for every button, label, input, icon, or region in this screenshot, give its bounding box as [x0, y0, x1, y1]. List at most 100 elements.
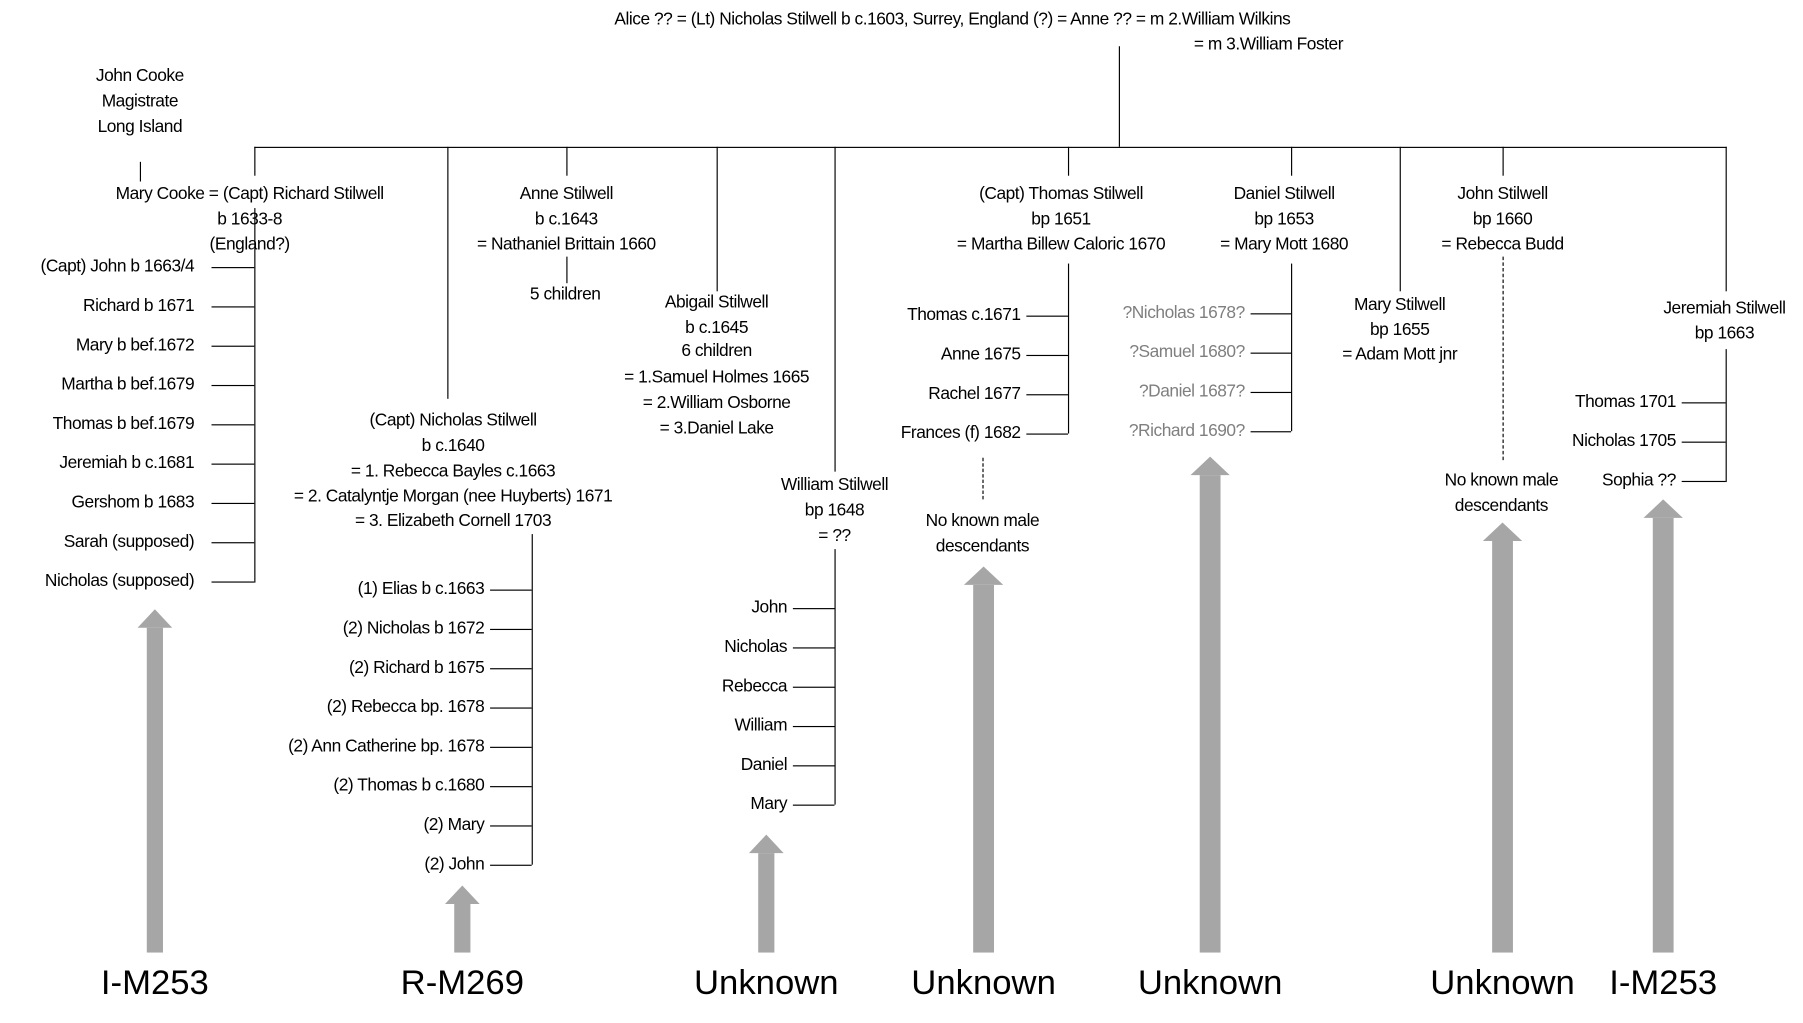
abigail-stilwell-label: = 3.Daniel Lake — [659, 418, 774, 439]
no-male-descendants-note: No known male — [1444, 470, 1559, 491]
mary-stilwell-label: bp 1655 — [1369, 320, 1430, 340]
haplogroup-label: R-M269 — [400, 964, 524, 1003]
root-couple: Alice ?? = (Lt) Nicholas Stilwell b c.16… — [614, 9, 1291, 29]
connector-line — [566, 256, 568, 284]
anne-stilwell-label: b c.1643 — [534, 209, 598, 229]
connector-line — [490, 589, 532, 591]
child-name: (2) Mary — [423, 814, 485, 835]
child-name: ?Daniel 1687? — [1138, 381, 1245, 402]
connector-line — [792, 608, 835, 610]
connector-line — [211, 463, 255, 465]
connector-line — [139, 161, 142, 182]
connector-line — [792, 686, 835, 688]
connector-line — [211, 384, 255, 387]
child-name: Sarah (supposed) — [63, 531, 195, 552]
arrow-shaft — [1199, 475, 1221, 953]
john-cooke-label: John Cooke — [95, 65, 184, 86]
haplogroup-label: Unknown — [1137, 964, 1283, 1003]
connector-line — [211, 542, 255, 544]
arrow-up-icon — [1190, 456, 1230, 476]
john-cooke-label: Magistrate — [101, 91, 179, 111]
abigail-stilwell-label: 6 children — [681, 341, 752, 361]
connector-line — [792, 647, 835, 649]
abigail-stilwell-label: Abigail Stilwell — [664, 292, 769, 313]
nicholas-stilwell-label: (Capt) Nicholas Stilwell — [369, 410, 537, 431]
thomas-stilwell-label: (Capt) Thomas Stilwell — [979, 183, 1143, 204]
daniel-stilwell-label: bp 1653 — [1254, 209, 1314, 229]
arrow-shaft — [454, 903, 471, 953]
connector-line — [834, 146, 836, 472]
child-name: Richard b 1671 — [83, 295, 195, 316]
no-male-descendants-note: No known male — [925, 510, 1040, 531]
child-name: Daniel — [740, 754, 788, 775]
connector-line — [490, 746, 532, 748]
connector-line — [490, 864, 532, 866]
connector-line — [716, 146, 718, 292]
connector-line — [211, 502, 255, 505]
arrow-shaft — [146, 627, 163, 953]
child-name: Nicholas — [724, 636, 788, 657]
dashed-connector-line — [1502, 256, 1504, 461]
jeremiah-stilwell-label: bp 1663 — [1694, 323, 1755, 344]
richard-stilwell-label: b 1633-8 — [217, 209, 283, 229]
connector-line — [1681, 480, 1726, 483]
child-name: Nicholas 1705 — [1572, 431, 1676, 451]
anne-stilwell-label: Anne Stilwell — [519, 183, 614, 204]
connector-line — [490, 825, 532, 827]
connector-line — [254, 146, 256, 176]
child-name: Nicholas (supposed) — [44, 571, 195, 591]
arrow-up-icon — [963, 566, 1004, 585]
connector-line — [1026, 394, 1068, 396]
anne-stilwell-label: = Nathaniel Brittain 1660 — [476, 234, 656, 255]
nicholas-stilwell-label: = 1. Rebecca Bayles c.1663 — [350, 461, 556, 481]
connector-line — [254, 208, 256, 583]
haplogroup-label: Unknown — [1430, 964, 1575, 1003]
arrow-shaft — [973, 584, 994, 953]
connector-line — [1399, 146, 1401, 292]
connector-line — [211, 345, 255, 347]
connector-line — [792, 804, 835, 806]
child-name: ?Nicholas 1678? — [1122, 302, 1246, 323]
child-name: Martha b bef.1679 — [61, 374, 195, 395]
connector-line — [1026, 315, 1068, 317]
child-name: (2) Rebecca bp. 1678 — [326, 697, 485, 717]
connector-line — [1291, 146, 1293, 176]
connector-line — [1725, 146, 1727, 292]
child-name: William — [734, 715, 788, 736]
child-name: (Capt) John b 1663/4 — [40, 256, 195, 277]
child-name: Mary b bef.1672 — [75, 335, 195, 355]
connector-line — [211, 267, 255, 269]
haplogroup-label: Unknown — [911, 964, 1056, 1003]
richard-stilwell-label: Mary Cooke = (Capt) Richard Stilwell — [115, 183, 385, 204]
nicholas-stilwell-label: = 2. Catalyntje Morgan (nee Huyberts) 16… — [293, 486, 613, 507]
connector-line — [211, 581, 255, 583]
connector-line — [447, 146, 449, 399]
child-name: (2) Thomas b c.1680 — [333, 775, 485, 796]
arrow-up-icon — [748, 834, 784, 854]
child-name: Jeremiah b c.1681 — [59, 453, 195, 473]
arrow-shaft — [1652, 517, 1674, 953]
daniel-stilwell-label: Daniel Stilwell — [1233, 183, 1335, 204]
connector-line — [792, 725, 835, 728]
thomas-stilwell-label: = Martha Billew Caloric 1670 — [956, 234, 1166, 255]
john-cooke-label: Long Island — [97, 116, 183, 137]
connector-line — [1026, 354, 1068, 357]
child-name: John — [751, 597, 788, 618]
child-name: Anne 1675 — [940, 344, 1021, 365]
connector-line — [1067, 263, 1070, 434]
arrow-up-icon — [1482, 522, 1523, 542]
child-name: Thomas 1701 — [1574, 391, 1676, 412]
child-name: (2) John — [424, 854, 485, 874]
mary-stilwell-label: = Adam Mott jnr — [1342, 344, 1458, 365]
connector-line — [211, 306, 255, 308]
arrow-shaft — [1492, 541, 1513, 953]
arrow-shaft — [758, 853, 775, 953]
john-stilwell-label: John Stilwell — [1457, 183, 1548, 204]
no-male-descendants-note: descendants — [935, 536, 1030, 557]
child-name: ?Samuel 1680? — [1129, 342, 1245, 362]
connector-line — [490, 628, 532, 631]
connector-line — [1681, 441, 1726, 443]
william-stilwell-label: William Stilwell — [780, 475, 889, 495]
connector-line — [1502, 146, 1504, 176]
